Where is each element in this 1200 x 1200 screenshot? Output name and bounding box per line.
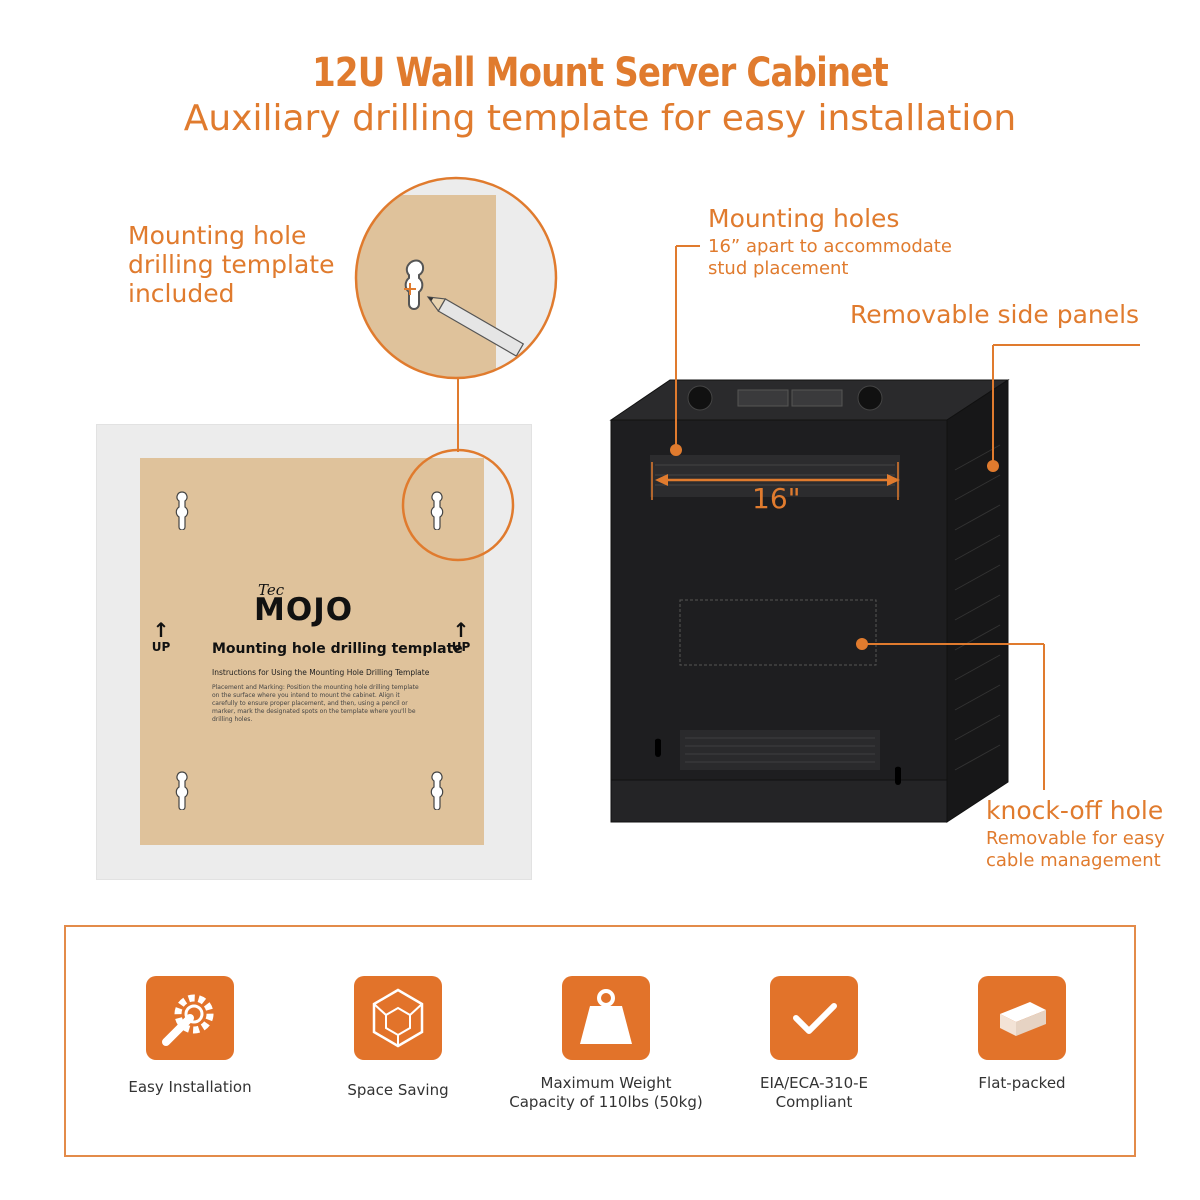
dimension-label: 16" bbox=[752, 482, 801, 515]
gear-wrench-icon bbox=[146, 976, 234, 1060]
side-panels-title: Removable side panels bbox=[850, 300, 1140, 329]
template-instructions-heading: Instructions for Using the Mounting Hole… bbox=[212, 668, 430, 677]
weight-icon bbox=[562, 976, 650, 1060]
feature-label-line2: Compliant bbox=[775, 1093, 853, 1111]
knock-off-desc-line1: Removable for easy bbox=[986, 828, 1165, 849]
feature-flat-packed: Flat-packed bbox=[922, 976, 1122, 1093]
brand-logo-large: MOJO bbox=[254, 592, 354, 628]
knock-off-desc-line2: cable management bbox=[986, 850, 1161, 871]
template-title: Mounting hole drilling template bbox=[212, 641, 463, 657]
pencil-icon bbox=[426, 296, 525, 357]
feature-label: Maximum Weight Capacity of 110lbs (50kg) bbox=[506, 1074, 706, 1112]
feature-label: Flat-packed bbox=[922, 1074, 1122, 1093]
feature-label: EIA/ECA-310-E Compliant bbox=[714, 1074, 914, 1112]
mounting-holes-title: Mounting holes bbox=[708, 204, 900, 233]
mounting-holes-desc-line1: 16” apart to accommodate bbox=[708, 236, 952, 257]
page-subtitle: Auxiliary drilling template for easy ins… bbox=[183, 98, 1017, 139]
feature-label-line1: EIA/ECA-310-E bbox=[759, 1074, 869, 1092]
keyhole-icon bbox=[175, 491, 189, 530]
keyhole-icon bbox=[430, 491, 444, 530]
checkmark-icon bbox=[770, 976, 858, 1060]
arrow-up-icon: ↑ bbox=[452, 618, 470, 642]
up-label: UP bbox=[151, 640, 171, 654]
feature-label-line1: Flat-packed bbox=[978, 1074, 1066, 1092]
knock-off-desc: Removable for easy cable management bbox=[986, 828, 1165, 872]
cube-icon bbox=[354, 976, 442, 1060]
feature-label-line1: Maximum Weight bbox=[540, 1074, 672, 1092]
mounting-holes-desc: 16” apart to accommodate stud placement bbox=[708, 236, 952, 280]
template-callout: Mounting hole drilling template included bbox=[128, 221, 334, 308]
box-icon bbox=[978, 976, 1066, 1060]
mounting-holes-desc-line2: stud placement bbox=[708, 258, 849, 279]
features-box bbox=[64, 925, 1136, 1157]
page-title: 12U Wall Mount Server Cabinet bbox=[312, 50, 889, 96]
feature-label-line1: Easy Installation bbox=[128, 1078, 252, 1096]
keyhole-icon bbox=[175, 771, 189, 810]
knock-off-title: knock-off hole bbox=[986, 796, 1164, 825]
up-arrow-left: ↑ UP bbox=[149, 620, 173, 654]
template-callout-line3: included bbox=[128, 279, 235, 308]
up-label: UP bbox=[451, 640, 471, 654]
feature-compliance: EIA/ECA-310-E Compliant bbox=[714, 976, 914, 1112]
feature-easy-installation: Easy Installation bbox=[90, 976, 290, 1097]
template-callout-line2: drilling template bbox=[128, 250, 335, 279]
template-instructions-body: Placement and Marking: Position the moun… bbox=[212, 684, 419, 723]
brand-logo-small: Tec bbox=[258, 581, 285, 599]
template-callout-line1: Mounting hole bbox=[128, 221, 307, 250]
up-arrow-right: ↑ UP bbox=[449, 620, 473, 654]
zoom-detail bbox=[356, 178, 556, 378]
feature-max-weight: Maximum Weight Capacity of 110lbs (50kg) bbox=[506, 976, 706, 1112]
feature-label: Space Saving bbox=[298, 1081, 498, 1100]
arrow-up-icon: ↑ bbox=[152, 618, 170, 642]
keyhole-icon bbox=[430, 771, 444, 810]
feature-label-line1: Space Saving bbox=[347, 1081, 449, 1099]
feature-label: Easy Installation bbox=[90, 1078, 290, 1097]
feature-space-saving: Space Saving bbox=[298, 976, 498, 1100]
feature-label-line2: Capacity of 110lbs (50kg) bbox=[509, 1093, 703, 1111]
